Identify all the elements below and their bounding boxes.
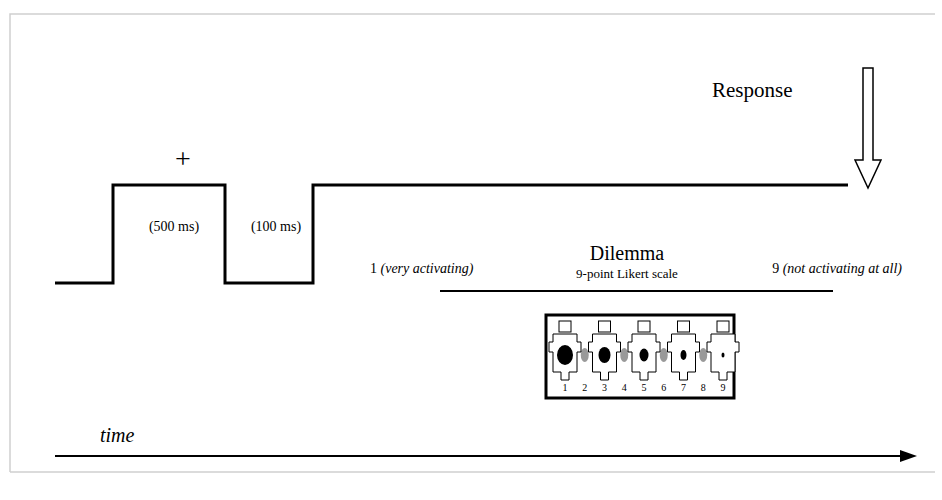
scale-number: 9 — [721, 382, 726, 394]
sam-box — [546, 315, 734, 398]
scale-number: 8 — [701, 382, 706, 394]
duration-label: (500 ms) — [149, 219, 199, 235]
scale-end-label: 1 (very activating) — [370, 261, 473, 277]
time-arrowhead — [900, 450, 917, 462]
scale-end-label: 9 (not activating at all) — [772, 261, 902, 277]
sam-manikins — [549, 321, 739, 380]
fixation-cross: + — [175, 143, 191, 175]
time-label: time — [100, 424, 134, 447]
scale-line — [440, 290, 833, 292]
time-axis — [55, 455, 902, 457]
scale-number: 2 — [582, 382, 587, 394]
scale-number: 6 — [661, 382, 666, 394]
scale-number: 3 — [602, 382, 607, 394]
response-arrow — [855, 68, 881, 188]
frame — [10, 14, 935, 472]
scale-number: 1 — [563, 382, 568, 394]
scale-label: 9-point Likert scale — [576, 267, 678, 282]
frame-bottom — [10, 471, 935, 473]
scale-number: 4 — [622, 382, 627, 394]
response-label: Response — [712, 78, 793, 102]
duration-label: (100 ms) — [251, 219, 301, 235]
scale-number: 7 — [681, 382, 686, 394]
timing-line — [55, 185, 848, 283]
dilemma-label: Dilemma — [590, 242, 664, 265]
scale-number: 5 — [642, 382, 647, 394]
